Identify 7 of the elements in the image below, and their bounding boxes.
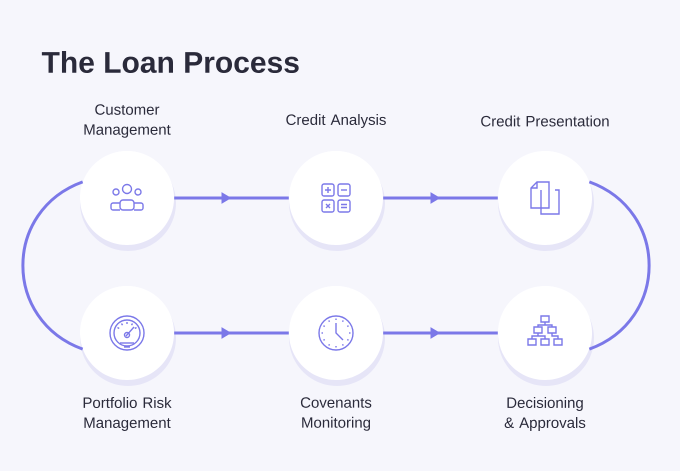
step-label: Credit Presentation	[481, 116, 609, 126]
step-label: Credit Analysis	[286, 114, 386, 128]
step-label: Decisioning & Approvals	[504, 397, 586, 431]
step-label: Customer Management	[84, 104, 171, 138]
step-label: Covenants Monitoring	[300, 397, 372, 431]
title: The Loan Process	[42, 50, 299, 74]
step-label: Portfolio Risk Management	[84, 397, 172, 431]
